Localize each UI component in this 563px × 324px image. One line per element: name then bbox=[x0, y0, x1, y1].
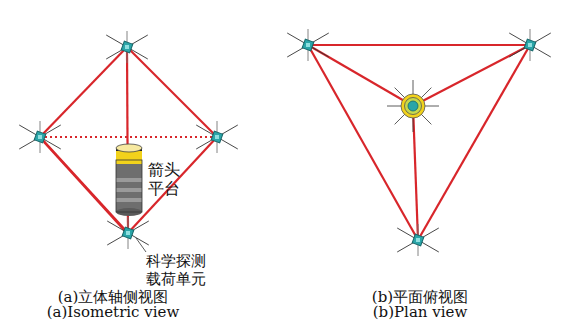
center-platform bbox=[387, 80, 439, 132]
satellite-node bbox=[107, 217, 149, 249]
satellite-node bbox=[397, 224, 439, 256]
tether-line bbox=[308, 45, 418, 240]
satellite-node bbox=[509, 29, 551, 61]
satellite-node bbox=[196, 121, 238, 153]
subfigure-caption: (a)Isometric view bbox=[13, 303, 213, 321]
platform-cylinder bbox=[116, 144, 142, 216]
tether-line bbox=[413, 106, 418, 240]
tether-line bbox=[40, 47, 127, 137]
tether-line bbox=[308, 44, 530, 46]
tether-line bbox=[44, 142, 125, 231]
satellite-node bbox=[106, 31, 148, 63]
satellite-node bbox=[287, 29, 329, 61]
platform-label: 箭头 平台 bbox=[148, 160, 186, 198]
satellite-node bbox=[19, 121, 61, 153]
tether-line bbox=[40, 137, 128, 233]
subfigure-caption: (b)Plan view bbox=[320, 303, 520, 321]
tether-line bbox=[308, 45, 413, 106]
payload-label: 科学探测 载荷单元 bbox=[146, 252, 216, 288]
leader-line bbox=[136, 238, 146, 252]
tether-line bbox=[413, 45, 530, 106]
tether-line bbox=[127, 47, 217, 137]
